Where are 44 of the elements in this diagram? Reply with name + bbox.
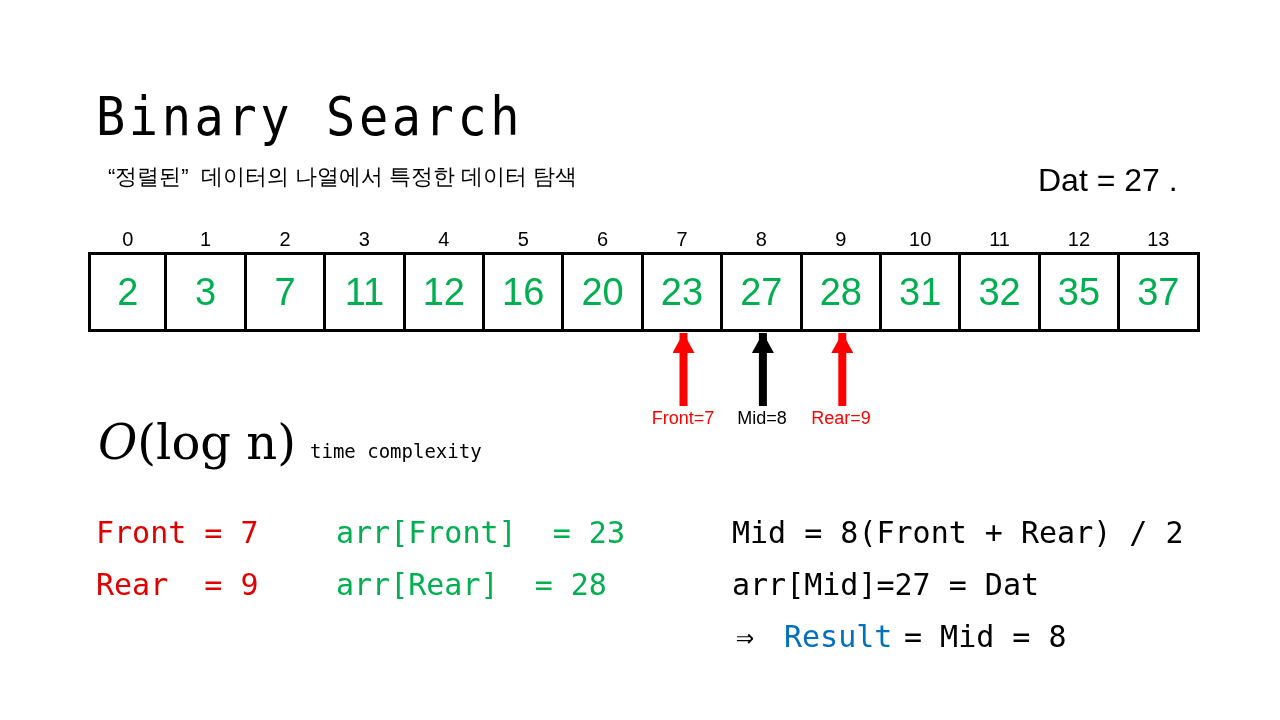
index-number: 8 <box>754 228 768 251</box>
complexity-note: time complexity <box>310 442 482 461</box>
cell-value: 16 <box>502 270 545 314</box>
data-value: Dat = 27 . <box>1038 164 1178 196</box>
cell-value: 32 <box>978 270 1021 314</box>
comparison: arr[Mid]=27 = Dat <box>732 570 1040 600</box>
index-number: 11 <box>988 228 1011 251</box>
cell-value: 28 <box>819 270 862 314</box>
cell-value: 37 <box>1137 270 1180 314</box>
mid-formula: Mid = 8(Front + Rear) / 2 <box>732 518 1184 548</box>
index-number: 12 <box>1066 228 1092 251</box>
cell-value: 31 <box>899 270 942 314</box>
index-number: 13 <box>1146 228 1171 251</box>
implies-sign: ⇒ <box>736 622 755 652</box>
pointer-label: Rear=9 <box>801 408 881 429</box>
pointer-label: Mid=8 <box>722 408 802 429</box>
subtitle: “정렬된” 데이터의 나열에서 특정한 데이터 탐색 <box>108 166 578 188</box>
rear-value: Rear = 9 <box>96 570 259 600</box>
cell-value: 20 <box>581 270 624 314</box>
index-number: 2 <box>278 228 292 251</box>
cell-value: 12 <box>422 270 465 314</box>
front-element: arr[Front] = 23 <box>336 518 625 548</box>
front-value: Front = 7 <box>96 518 259 548</box>
index-number: 4 <box>437 228 451 251</box>
index-number: 1 <box>199 228 213 251</box>
rear-element: arr[Rear] = 28 <box>336 570 607 600</box>
cell-value: 11 <box>344 270 385 314</box>
title: Binary Search <box>96 90 524 144</box>
cell-value: 27 <box>740 270 783 314</box>
cell-value: 23 <box>660 270 704 314</box>
index-number: 7 <box>675 228 689 251</box>
index-number: 3 <box>357 228 371 251</box>
index-number: 10 <box>908 228 933 251</box>
index-number: 6 <box>596 228 610 251</box>
index-number: 9 <box>834 228 848 251</box>
result-word: Result <box>784 622 893 652</box>
cell-value: 3 <box>195 270 217 314</box>
cell-value: 35 <box>1057 270 1101 314</box>
index-number: 5 <box>516 228 530 251</box>
cell-value: 2 <box>117 270 139 314</box>
index-number: 0 <box>121 228 135 251</box>
result-value: = Mid = 8 <box>904 622 1067 652</box>
cell-value: 7 <box>274 270 296 314</box>
pointer-label: Front=7 <box>643 408 723 429</box>
